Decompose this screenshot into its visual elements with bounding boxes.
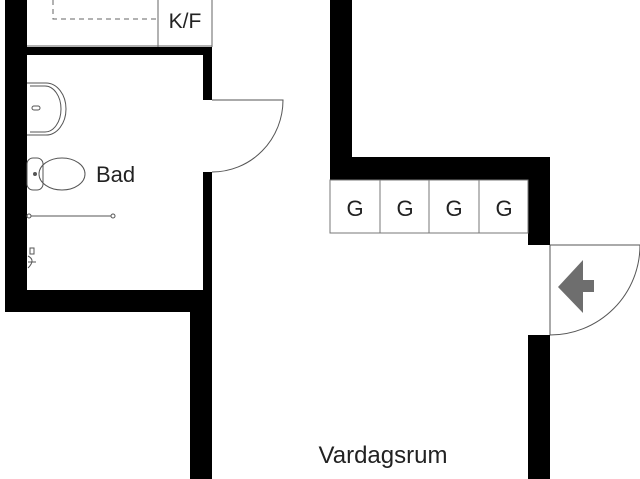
wardrobes: G G G G	[329, 179, 529, 234]
wall-right-lower	[528, 335, 550, 479]
kitchen-counter	[27, 0, 213, 47]
wardrobe-label: G	[396, 196, 413, 221]
wardrobe-label: G	[346, 196, 363, 221]
entrance-door	[549, 244, 640, 336]
room-label-kitchen: K/F	[169, 10, 202, 33]
shower-rod	[26, 213, 116, 219]
walls	[5, 0, 550, 479]
room-label-living-room: Vardagsrum	[319, 442, 448, 469]
wall-bath-bottom	[5, 290, 212, 312]
wardrobe-label: G	[495, 196, 512, 221]
toilet-icon	[26, 157, 86, 191]
wardrobe-label: G	[445, 196, 462, 221]
entrance-arrow-icon	[558, 260, 594, 313]
wall-bath-top	[27, 47, 212, 55]
wall-top-horizontal	[330, 157, 550, 180]
wall-living-left	[190, 290, 212, 479]
wall-bath-right-lower	[203, 172, 212, 292]
room-label-bathroom: Bad	[96, 162, 135, 187]
wall-bath-right-upper	[203, 47, 212, 100]
bathroom-door	[211, 99, 284, 173]
wall-top-vertical	[330, 0, 352, 180]
shower-head-icon	[27, 247, 36, 269]
wall-left	[5, 0, 27, 312]
sink-icon	[27, 82, 67, 136]
wall-right-upper	[528, 157, 550, 245]
